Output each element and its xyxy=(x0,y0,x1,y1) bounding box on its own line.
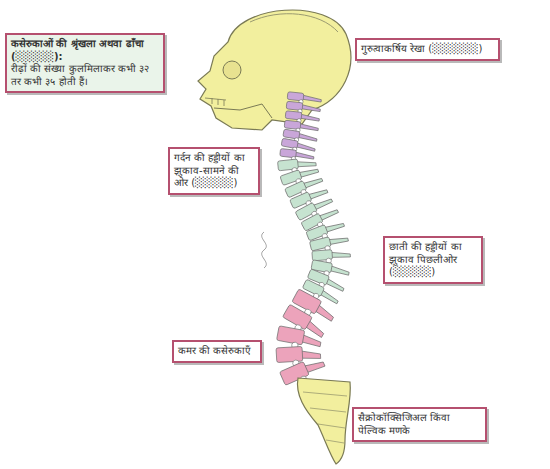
label-box: छाती की हड्डीयों का झुकाव पिछलीओर (░░░░░… xyxy=(383,236,483,284)
box-text: गुरुत्वाकर्षिय रेखा (░░░░░░) xyxy=(361,43,494,56)
vertebral-body xyxy=(309,237,331,251)
vertebral-body xyxy=(277,326,305,345)
note-box: कसेरुकाओं की श्रृंखला अथवा ढाँचा (░░░░░)… xyxy=(5,33,165,93)
teeth xyxy=(205,98,226,106)
box-text: रीढ़ों की संख्या कुलमिलाकर कभी ३२ तर कभी… xyxy=(11,63,159,88)
vertebral-column xyxy=(276,92,351,390)
sacrum xyxy=(297,378,350,464)
label-box: गर्दन की हड्डीयों का झुकाव-सामने की ओर (… xyxy=(168,147,260,195)
label-box: सैक्रोकॉक्सिजिअल किंवा पेल्विक मणके xyxy=(352,407,487,442)
box-text: कमर की कसेरुकाएँ xyxy=(178,345,256,358)
vertebral-body xyxy=(276,346,303,362)
skull-line xyxy=(250,14,338,32)
skull xyxy=(198,10,351,130)
jaw xyxy=(214,104,272,118)
sacrum-lines xyxy=(303,392,347,443)
box-text: गर्दन की हड्डीयों का झुकाव-सामने की ओर (… xyxy=(174,152,254,190)
eye-socket xyxy=(223,61,241,79)
wavy-line xyxy=(262,232,267,268)
box-heading: कसेरुकाओं की श्रृंखला अथवा ढाँचा (░░░░░)… xyxy=(11,38,159,63)
box-text: छाती की हड्डीयों का झुकाव पिछलीओर (░░░░░… xyxy=(389,241,477,279)
box-text: सैक्रोकॉक्सिजिअल किंवा पेल्विक मणके xyxy=(358,412,481,437)
label-box: कमर की कसेरुकाएँ xyxy=(172,340,262,363)
label-box: गुरुत्वाकर्षिय रेखा (░░░░░░) xyxy=(355,38,500,61)
